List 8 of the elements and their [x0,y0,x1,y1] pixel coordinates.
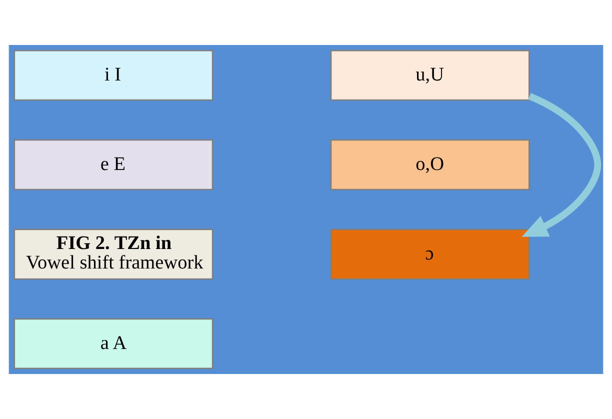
node-box: ɔ [330,228,530,280]
node-box: o,O [330,139,530,190]
arrow [522,92,602,237]
node-box: i I [14,50,214,101]
node-box: a A [14,318,214,370]
node-box: FIG 2. TZn in Vowel shift framework [14,228,214,280]
node-box: e E [14,139,214,190]
node-box: u,U [330,50,530,101]
